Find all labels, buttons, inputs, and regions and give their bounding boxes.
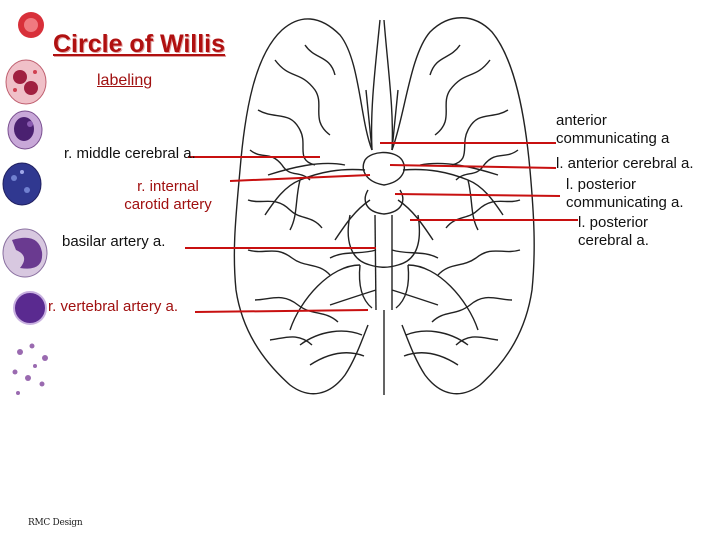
- label-l-posterior-communicating: l. posterior communicating a.: [560, 176, 708, 212]
- label-anterior-communicating-line1: anterior: [556, 112, 607, 129]
- platelets-icon: [12, 343, 48, 395]
- label-basilar: basilar artery a.: [62, 233, 166, 250]
- leader-l-anterior-cerebral: [389, 164, 557, 169]
- label-l-posterior-communicating-line1: l. posterior: [566, 176, 637, 193]
- lymphocyte-cell-icon: [13, 291, 47, 325]
- label-anterior-communicating-line2: communicating a: [556, 130, 670, 147]
- label-l-posterior-cerebral-line2: cerebral a.: [578, 232, 649, 249]
- label-l-posterior-cerebral-line1: l. posterior: [578, 214, 649, 231]
- label-l-posterior-cerebral: l. posterior cerebral a.: [578, 214, 649, 250]
- label-r-internal-carotid-line1: r. internal: [137, 178, 199, 195]
- footer-credit: RMC Design: [28, 518, 83, 528]
- label-anterior-communicating: anterior communicating a: [556, 112, 669, 148]
- eosinophil-cell-icon: [5, 59, 47, 105]
- leader-lines: [185, 142, 578, 313]
- monocyte-cell-icon: [2, 228, 48, 278]
- label-r-internal-carotid: r. internal carotid artery: [108, 178, 228, 214]
- basophil-cell-icon: [7, 110, 43, 150]
- leader-r-internal-carotid: [229, 174, 371, 182]
- neutrophil-cell-icon: [2, 162, 42, 206]
- brain-illustration: [233, 17, 535, 395]
- leader-l-posterior-communicating: [394, 193, 561, 197]
- slide-title: Circle of Willis: [53, 30, 226, 58]
- label-r-internal-carotid-line2: carotid artery: [124, 196, 212, 213]
- slide-subtitle: labeling: [97, 72, 153, 89]
- red-blood-cell-icon: [18, 12, 44, 38]
- label-l-anterior-cerebral: l. anterior cerebral a.: [556, 155, 694, 172]
- label-r-vertebral: r. vertebral artery a.: [48, 298, 179, 315]
- label-l-posterior-communicating-line2: communicating a.: [566, 194, 684, 211]
- leader-r-vertebral: [194, 309, 369, 313]
- label-r-middle-cerebral: r. middle cerebral a.: [64, 145, 196, 162]
